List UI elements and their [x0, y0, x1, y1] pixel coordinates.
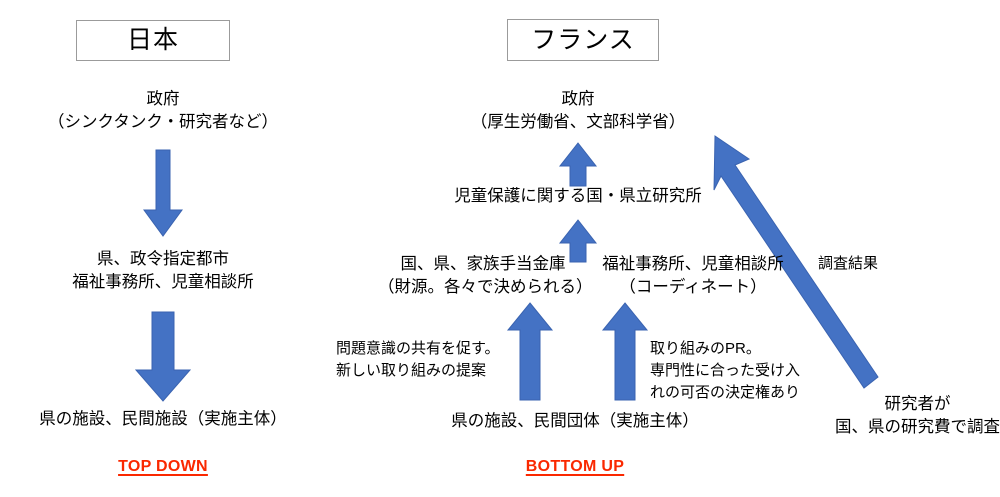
arrow-jp-prefecture-to-facilities [134, 311, 192, 402]
node-fr-researchers: 研究者が 国、県の研究費で調査 [835, 395, 1000, 437]
legend-bottom-up: BOTTOM UP [525, 458, 625, 475]
annotation-awareness-sharing: 問題意識の共有を促す。 新しい取り組みの提案 [336, 340, 500, 379]
title-box-france-label: フランス [531, 25, 635, 54]
node-fr-facilities: 県の施設、民間団体（実施主体） [451, 412, 699, 430]
node-fr-government: 政府 （厚生労働省、文部科学省） [470, 90, 686, 132]
arrow-fr-institute-to-government [558, 142, 598, 187]
node-fr-institute: 児童保護に関する国・県立研究所 [454, 187, 702, 205]
node-jp-facilities: 県の施設、民間施設（実施主体） [39, 410, 287, 428]
node-fr-welfare-office: 福祉事務所、児童相談所 （コーディネート） [602, 255, 784, 297]
node-fr-funding: 国、県、家族手当金庫 （財源。各々で決められる） [378, 255, 593, 297]
title-box-japan: 日本 [76, 20, 230, 61]
annotation-survey-result: 調査結果 [818, 255, 879, 272]
legend-top-down: TOP DOWN [118, 458, 208, 475]
arrow-jp-gov-to-prefecture [143, 149, 183, 237]
annotation-pr-acceptance: 取り組みのPR。 専門性に合った受け入 れの可否の決定権あり [650, 340, 801, 401]
arrow-fr-facilities-to-welfare-office [601, 302, 649, 401]
node-jp-prefecture: 県、政令指定都市 福祉事務所、児童相談所 [72, 250, 254, 292]
title-box-japan-label: 日本 [126, 26, 179, 54]
title-box-france: フランス [507, 19, 659, 61]
node-jp-government: 政府 （シンクタンク・研究者など） [47, 90, 278, 132]
